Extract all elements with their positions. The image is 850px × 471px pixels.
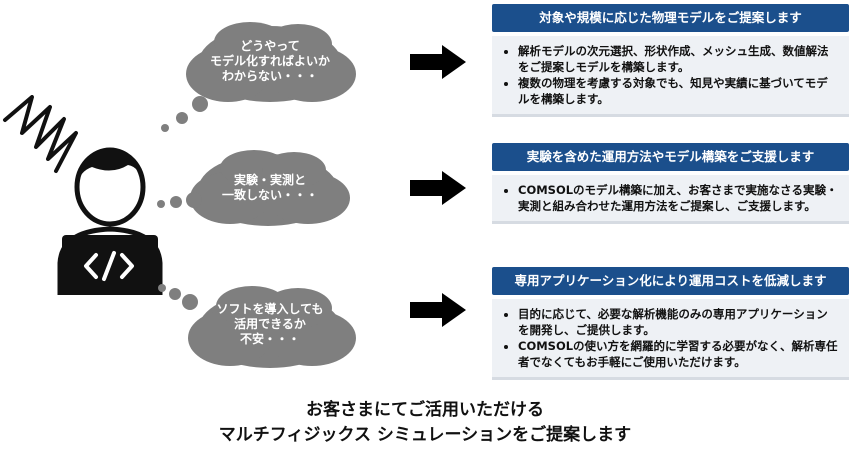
thought-cloud-3: ソフトを導入しても活用できるか不安・・・	[150, 272, 390, 382]
thought-cloud-1: どうやってモデル化すればよいかわからない・・・	[150, 22, 390, 134]
solution-bullet: COMSOLの使い方を網羅的に学習する必要がなく、解析専任者でなくてもお手軽にご…	[518, 338, 839, 370]
footer-caption: お客さまにてご活用いただける マルチフィジックス シミュレーションをご提案します	[0, 398, 850, 448]
concern-text-1: どうやってモデル化すればよいかわからない・・・	[209, 39, 330, 83]
solution-bullet: 目的に応じて、必要な解析機能のみの専用アプリケーションを開発し、ご提供します。	[518, 306, 839, 338]
solution-title-1: 対象や規模に応じた物理モデルをご提案します	[492, 4, 849, 32]
code-icon	[84, 251, 134, 281]
solution-body-2: COMSOLのモデル構築に加え、お客さまで実施なさる実験・実測と組み合わせた運用…	[492, 175, 849, 224]
solution-card-2: 実験を含めた運用方法やモデル構築をご支援します COMSOLのモデル構築に加え、…	[492, 143, 849, 224]
solution-bullet: 解析モデルの次元選択、形状作成、メッシュ生成、数値解法をご提案しモデルを構築しま…	[518, 43, 839, 75]
arrow-right-icon	[410, 45, 466, 79]
concern-text-2: 実験・実測と一致しない・・・	[221, 173, 318, 202]
solution-bullet: COMSOLのモデル構築に加え、お客さまで実施なさる実験・実測と組み合わせた運用…	[518, 182, 839, 214]
solution-card-3: 専用アプリケーション化により運用コストを低減します 目的に応じて、必要な解析機能…	[492, 267, 849, 380]
solution-title-3: 専用アプリケーション化により運用コストを低減します	[492, 267, 849, 295]
footer-line-2: マルチフィジックス シミュレーションをご提案します	[218, 425, 632, 445]
scribble-icon	[3, 95, 78, 173]
solution-bullet: 複数の物理を考慮する対象でも、知見や実績に基づいてモデルを構築します。	[518, 75, 839, 107]
thought-cloud-2: 実験・実測と一致しない・・・	[150, 148, 390, 248]
person-with-laptop-icon	[0, 95, 190, 297]
concern-text-3: ソフトを導入しても活用できるか不安・・・	[216, 302, 324, 346]
solution-title-2: 実験を含めた運用方法やモデル構築をご支援します	[492, 143, 849, 171]
arrow-right-icon	[410, 171, 466, 205]
footer-line-1: お客さまにてご活用いただける	[306, 400, 544, 420]
arrow-right-icon	[410, 293, 466, 327]
solution-body-1: 解析モデルの次元選択、形状作成、メッシュ生成、数値解法をご提案しモデルを構築しま…	[492, 36, 849, 117]
solution-body-3: 目的に応じて、必要な解析機能のみの専用アプリケーションを開発し、ご提供します。 …	[492, 299, 849, 380]
solution-card-1: 対象や規模に応じた物理モデルをご提案します 解析モデルの次元選択、形状作成、メッ…	[492, 4, 849, 117]
